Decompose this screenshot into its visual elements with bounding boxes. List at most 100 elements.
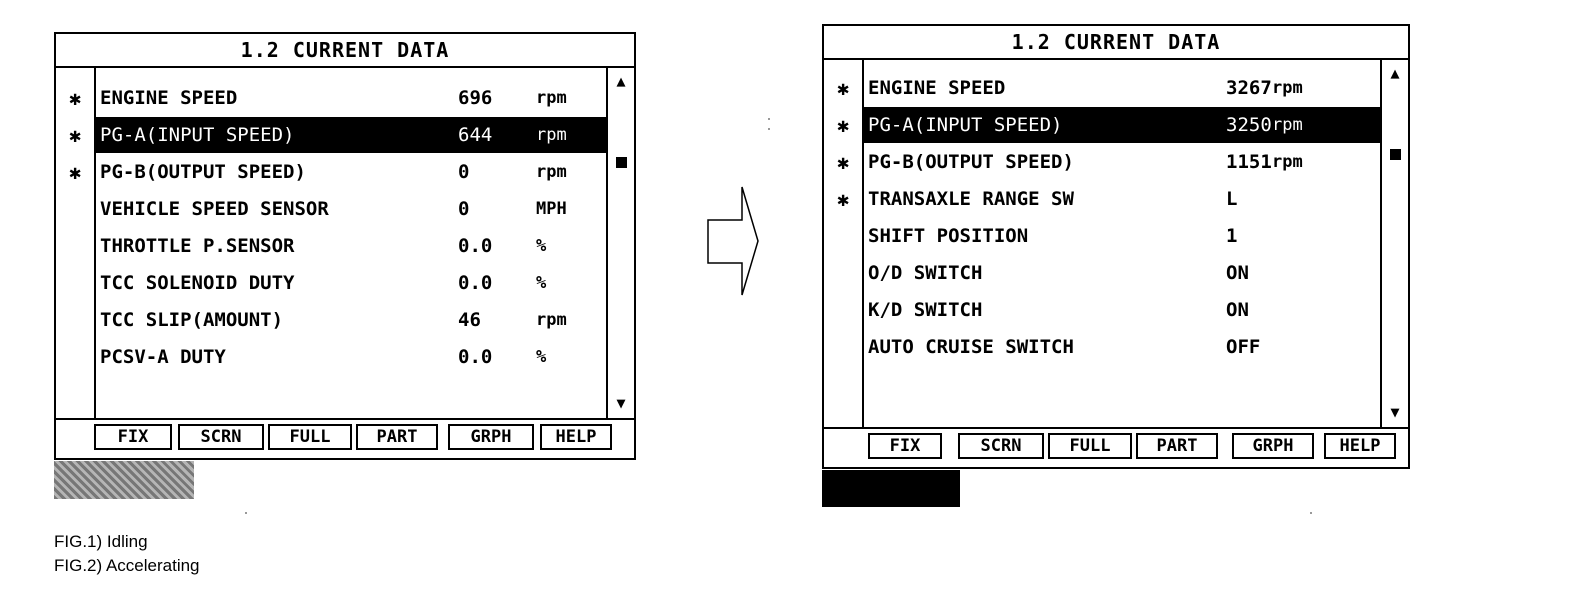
data-row[interactable]: SHIFT POSITION 1 [864, 218, 1380, 254]
row-value: 0.0 [458, 235, 493, 257]
function-key-grph[interactable]: GRPH [448, 424, 534, 450]
row-value: 0.0 [458, 346, 493, 368]
scrollbar[interactable]: ▲ ▼ [606, 66, 634, 420]
row-label: SHIFT POSITION [868, 225, 1029, 247]
triangle-up-icon[interactable]: ▲ [616, 72, 626, 90]
function-key-scrn[interactable]: SCRN [958, 433, 1044, 459]
scroll-thumb[interactable] [1382, 146, 1408, 164]
function-key-full[interactable]: FULL [268, 424, 352, 450]
row-unit: % [536, 273, 547, 293]
function-key-help[interactable]: HELP [540, 424, 612, 450]
function-key-scrn[interactable]: SCRN [178, 424, 264, 450]
row-value: 0.0 [458, 272, 493, 294]
scrollbar[interactable]: ▲ ▼ [1380, 58, 1408, 429]
figure-badge-1 [54, 461, 194, 499]
row-value: 696 [458, 87, 493, 109]
row-label: TCC SLIP(AMOUNT) [100, 309, 284, 331]
row-unit: MPH [536, 199, 567, 219]
marker-column: ✱ ✱ ✱ [56, 66, 96, 420]
row-label: PG-B(OUTPUT SPEED) [868, 151, 1074, 173]
function-key-part[interactable]: PART [1136, 433, 1218, 459]
row-value: 0 [458, 198, 470, 220]
scan-speck [768, 118, 770, 120]
row-label: THROTTLE P.SENSOR [100, 235, 295, 257]
function-key-fix[interactable]: FIX [94, 424, 172, 450]
row-value: 1 [1226, 225, 1238, 247]
row-label: TCC SOLENOID DUTY [100, 272, 295, 294]
scan-speck [245, 512, 247, 514]
data-row[interactable]: TCC SLIP(AMOUNT) 46 rpm [96, 302, 606, 338]
row-label: ENGINE SPEED [100, 87, 238, 109]
row-unit: rpm [536, 88, 567, 108]
row-label: AUTO CRUISE SWITCH [868, 336, 1074, 358]
row-label: TRANSAXLE RANGE SW [868, 188, 1074, 210]
data-row[interactable]: TCC SOLENOID DUTY 0.0% [96, 265, 606, 301]
asterisk-marker: ✱ [836, 113, 850, 137]
marker-column: ✱ ✱ ✱ ✱ [824, 58, 864, 429]
function-key-help[interactable]: HELP [1324, 433, 1396, 459]
row-unit: rpm [1272, 152, 1303, 172]
row-label: K/D SWITCH [868, 299, 983, 321]
row-label: PG-B(OUTPUT SPEED) [100, 161, 306, 183]
row-value: L [1226, 188, 1238, 210]
asterisk-marker: ✱ [68, 86, 82, 110]
row-value: 46 [458, 309, 481, 331]
data-row[interactable]: PG-A(INPUT SPEED) 644 rpm [96, 117, 606, 153]
figure-caption-accelerating: FIG.2) Accelerating [54, 556, 200, 575]
data-row[interactable]: AUTO CRUISE SWITCH OFF [864, 329, 1380, 365]
data-row[interactable]: VEHICLE SPEED SENSOR 0 MPH [96, 191, 606, 227]
screen-title: 1.2 CURRENT DATA [56, 34, 634, 68]
function-key-part[interactable]: PART [356, 424, 438, 450]
asterisk-marker: ✱ [68, 160, 82, 184]
scan-speck [1310, 512, 1312, 514]
row-label: O/D SWITCH [868, 262, 983, 284]
row-value: 3250 [1226, 114, 1272, 136]
row-unit: rpm [536, 125, 567, 145]
asterisk-marker: ✱ [836, 76, 850, 100]
row-value: 3267 [1226, 77, 1272, 99]
row-label: VEHICLE SPEED SENSOR [100, 198, 329, 220]
row-unit: rpm [536, 310, 567, 330]
row-value: 644 [458, 124, 493, 146]
function-key-full[interactable]: FULL [1048, 433, 1132, 459]
row-unit: rpm [1272, 115, 1303, 135]
asterisk-marker: ✱ [68, 123, 82, 147]
scan-speck [768, 128, 770, 130]
row-value: 1151 [1226, 151, 1272, 173]
row-unit: % [536, 236, 547, 256]
triangle-down-icon[interactable]: ▼ [1390, 403, 1400, 421]
triangle-down-icon[interactable]: ▼ [616, 394, 626, 412]
data-row[interactable]: ENGINE SPEED 696 rpm [96, 80, 606, 116]
row-unit: % [536, 347, 547, 367]
row-value: ON [1226, 262, 1249, 284]
row-value: OFF [1226, 336, 1261, 358]
row-unit: rpm [536, 162, 567, 182]
triangle-up-icon[interactable]: ▲ [1390, 64, 1400, 82]
scroll-thumb[interactable] [608, 154, 634, 172]
right-arrow-icon [707, 186, 759, 296]
row-label: PG-A(INPUT SPEED) [868, 114, 1063, 136]
function-key-grph[interactable]: GRPH [1232, 433, 1314, 459]
asterisk-marker: ✱ [836, 187, 850, 211]
asterisk-marker: ✱ [836, 150, 850, 174]
data-row[interactable]: O/D SWITCH ON [864, 255, 1380, 291]
row-unit: rpm [1272, 78, 1303, 98]
data-row[interactable]: TRANSAXLE RANGE SW L [864, 181, 1380, 217]
function-key-fix[interactable]: FIX [868, 433, 942, 459]
screen-title: 1.2 CURRENT DATA [824, 26, 1408, 60]
figure-caption-idling: FIG.1) Idling [54, 532, 148, 551]
data-row[interactable]: THROTTLE P.SENSOR 0.0% [96, 228, 606, 264]
row-label: PG-A(INPUT SPEED) [100, 124, 295, 146]
